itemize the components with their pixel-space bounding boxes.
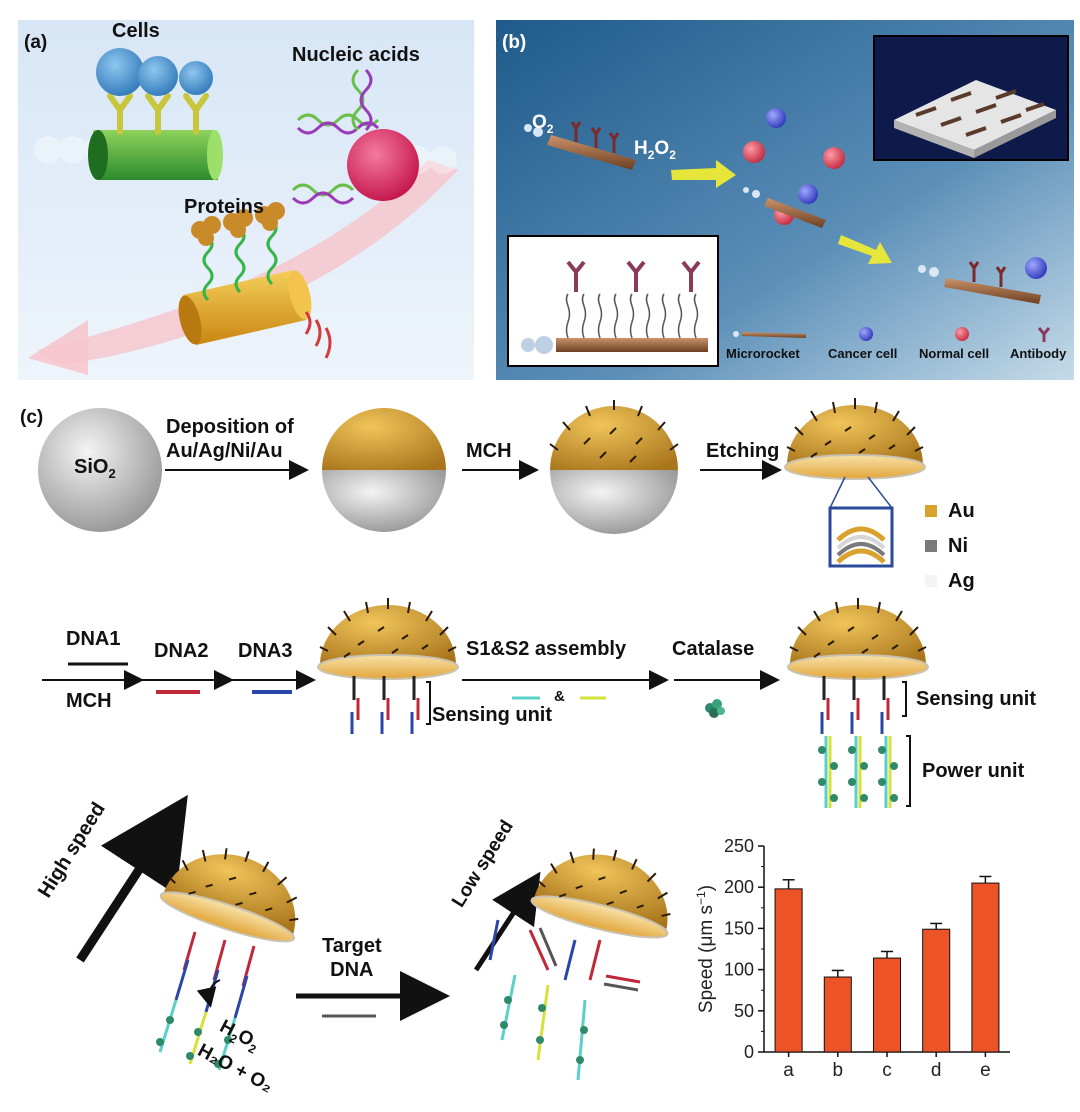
- yellow-arrow-2: [838, 235, 892, 264]
- legend-normal-cell-icon: [955, 327, 969, 341]
- x-tick-label: b: [833, 1060, 844, 1081]
- reaction-arrow: [196, 979, 221, 1008]
- ni-swatch: [925, 540, 937, 552]
- catalase-high: [156, 1016, 232, 1068]
- cap-high-speed: [156, 828, 317, 951]
- ampersand-label: &: [554, 688, 565, 705]
- legend-cancer-cell-icon: [859, 327, 873, 341]
- pink-arrow-head: [28, 320, 88, 375]
- orange-microtube: [178, 270, 312, 345]
- panel-c-letter: (c): [20, 407, 44, 428]
- bar-e: [971, 882, 1000, 1053]
- ag-swatch: [925, 575, 937, 587]
- yellow-arrow-1: [671, 160, 736, 188]
- y-axis-label: Speed (μm s−1): [694, 885, 717, 1013]
- y-tick-label: 250: [724, 836, 754, 856]
- proteins-label: Proteins: [184, 196, 265, 218]
- y-tick-label: 150: [724, 918, 754, 938]
- panel-a: [18, 20, 474, 380]
- sio2-sphere: [38, 408, 162, 532]
- legend-microrocket-icon: [742, 332, 806, 338]
- chip-surface: [894, 80, 1056, 150]
- au-swatch: [925, 505, 937, 517]
- panel-b-illustration: [496, 20, 1074, 380]
- o2-label: O2: [532, 112, 554, 136]
- low-speed-arrow: [473, 871, 541, 972]
- dna2-label: DNA2: [154, 640, 209, 662]
- bar-a: [774, 888, 803, 1053]
- microrocket-2: [743, 184, 826, 228]
- etched-cap: [784, 397, 926, 480]
- cap-sensing-power: [787, 597, 929, 808]
- dna1-label: DNA1: [66, 628, 121, 650]
- mch-label-2: MCH: [66, 690, 112, 712]
- bar-c: [872, 957, 902, 1053]
- chip-rockets: [915, 89, 1045, 137]
- sensing-unit-label-2: Sensing unit: [916, 688, 1036, 710]
- power-unit-label: Power unit: [922, 760, 1025, 782]
- y-tick-label: 200: [724, 877, 754, 897]
- panel-b: [496, 20, 1074, 380]
- high-speed-arrow: [76, 794, 188, 963]
- cells-group: [96, 48, 213, 96]
- janus-sphere: [322, 408, 446, 532]
- sio2-label: SiO2: [74, 456, 116, 481]
- dna-strands-low: [488, 919, 641, 1081]
- x-tick-label: a: [783, 1060, 794, 1081]
- catalase-icon: [705, 699, 725, 718]
- x-tick-label: e: [980, 1060, 991, 1081]
- s1s2-label: S1&S2 assembly: [466, 638, 627, 660]
- sensing-unit-label-1: Sensing unit: [432, 704, 552, 726]
- cap-low-speed: [527, 832, 686, 947]
- panel-a-letter: (a): [24, 32, 48, 53]
- h2o2-label-b: H2O2: [634, 138, 676, 162]
- nucleic-acid-sphere: [347, 129, 419, 201]
- y-tick-label: 0: [744, 1042, 754, 1062]
- bar-d: [922, 928, 951, 1053]
- au-legend-label: Au: [948, 500, 975, 522]
- catalase-label: Catalase: [672, 638, 755, 660]
- panel-c-illustration: 0 50 100 150 200 250 a b c d e Speed (μm s−1): [38, 397, 1010, 1081]
- legend-microrocket-label: Microrocket: [726, 346, 800, 361]
- y-tick-label: 50: [734, 1001, 754, 1021]
- antibodies-a: [107, 93, 209, 135]
- dna-strands: [291, 68, 380, 205]
- panel-b-letter: (b): [502, 32, 527, 53]
- etching-label: Etching: [706, 440, 780, 462]
- protein-clusters: [191, 202, 285, 246]
- mch-sphere: [549, 400, 679, 534]
- legend-normal-cell-label: Normal cell: [919, 346, 990, 361]
- speed-bar-chart: 0 50 100 150 200 250 a b c d e Speed (μm s−1): [694, 836, 1010, 1081]
- ag-legend-label: Ag: [948, 570, 975, 592]
- motion-marks: [304, 311, 332, 359]
- mch-label: MCH: [466, 440, 512, 462]
- green-microtube: [88, 130, 223, 180]
- x-tick-label: c: [882, 1060, 892, 1081]
- inset-antibodies: [566, 260, 701, 292]
- legend-antibody-label: Antibody: [1010, 346, 1067, 361]
- panel-a-illustration: [18, 20, 474, 380]
- nucleic-acids-label: Nucleic acids: [292, 44, 420, 66]
- legend-cancer-cell-label: Cancer cell: [828, 346, 898, 361]
- microrocket-3: [918, 257, 1047, 304]
- linker-chains: [565, 293, 699, 339]
- bar-b: [823, 976, 852, 1053]
- cells-label: Cells: [112, 20, 160, 42]
- dna3-label: DNA3: [238, 640, 293, 662]
- microrocket-1: [524, 121, 636, 170]
- x-tick-label: d: [931, 1060, 942, 1081]
- protein-linkers: [202, 218, 278, 302]
- legend-antibody-icon: [1037, 327, 1051, 342]
- ni-legend-label: Ni: [948, 535, 968, 557]
- y-tick-label: 100: [724, 960, 754, 980]
- catalase-low: [500, 996, 588, 1064]
- cap-with-sensing: [317, 597, 459, 734]
